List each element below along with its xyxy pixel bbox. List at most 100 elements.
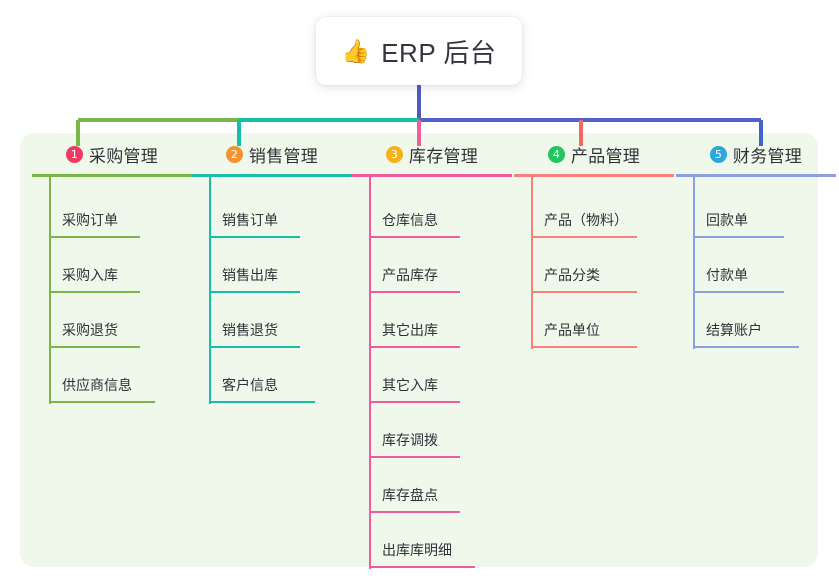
leaf-label: 产品分类 — [544, 267, 600, 283]
leaf-stem — [369, 239, 371, 294]
branch-number-badge: 3 — [385, 146, 403, 163]
leaf-underline — [209, 401, 315, 403]
leaf-stem — [209, 239, 211, 294]
thumbs-up-icon: 👍 — [341, 37, 371, 64]
leaf-underline — [49, 291, 140, 293]
leaf-stem — [49, 239, 51, 294]
leaf-item[interactable]: 销售出库 — [192, 239, 352, 294]
leaf-stem — [369, 459, 371, 514]
branch-underline — [514, 174, 674, 177]
leaf-label: 销售出库 — [222, 267, 278, 283]
leaf-label: 出库库明细 — [382, 542, 452, 558]
branch-underline — [676, 174, 836, 177]
leaf-label: 付款单 — [706, 267, 748, 283]
leaf-label: 回款单 — [706, 212, 748, 228]
leaf-item[interactable]: 产品单位 — [514, 294, 674, 349]
leaf-stem — [49, 349, 51, 404]
leaf-item[interactable]: 销售订单 — [192, 174, 352, 239]
leaf-item[interactable]: 产品（物料） — [514, 174, 674, 239]
leaf-stem — [49, 294, 51, 349]
leaf-list: 回款单付款单结算账户 — [676, 174, 836, 349]
branch-header-3[interactable]: 3 库存管理 — [352, 133, 512, 178]
leaf-item[interactable]: 产品分类 — [514, 239, 674, 294]
leaf-label: 采购订单 — [62, 212, 118, 228]
leaf-item[interactable]: 库存盘点 — [352, 459, 512, 514]
leaf-underline — [369, 236, 460, 238]
branch-number-badge: 4 — [547, 146, 565, 163]
leaf-label: 其它出库 — [382, 322, 438, 338]
leaf-underline — [531, 291, 637, 293]
branch-title: 财务管理 — [732, 147, 803, 166]
branch-title: 库存管理 — [408, 147, 479, 166]
leaf-list: 产品（物料） 产品分类产品单位 — [514, 174, 674, 349]
leaf-underline — [209, 346, 300, 348]
leaf-label: 产品（物料） — [544, 212, 628, 228]
leaf-label: 产品单位 — [544, 322, 600, 338]
branch-underline — [32, 174, 192, 177]
leaf-underline — [369, 346, 460, 348]
leaf-label: 其它入库 — [382, 377, 438, 393]
branch-header-4[interactable]: 4 产品管理 — [514, 133, 674, 178]
leaf-item[interactable]: 采购订单 — [32, 174, 192, 239]
leaf-item[interactable]: 仓库信息 — [352, 174, 512, 239]
leaf-stem — [531, 294, 533, 349]
root-title: ERP 后台 — [381, 37, 497, 68]
leaf-label: 仓库信息 — [382, 212, 438, 228]
leaf-label: 采购入库 — [62, 267, 118, 283]
leaf-item[interactable]: 其它入库 — [352, 349, 512, 404]
leaf-item[interactable]: 采购入库 — [32, 239, 192, 294]
leaf-item[interactable]: 其它出库 — [352, 294, 512, 349]
leaf-label: 结算账户 — [706, 322, 762, 338]
leaf-underline — [531, 236, 637, 238]
branch-title: 采购管理 — [88, 147, 159, 166]
branch-column-5: 5 财务管理回款单付款单结算账户 — [676, 133, 836, 349]
leaf-item[interactable]: 客户信息 — [192, 349, 352, 404]
leaf-item[interactable]: 结算账户 — [676, 294, 836, 349]
leaf-stem — [209, 294, 211, 349]
branch-header-inner: 5 财务管理 — [709, 142, 803, 167]
root-node[interactable]: 👍 ERP 后台 — [316, 17, 522, 85]
leaf-label: 产品库存 — [382, 267, 438, 283]
branch-header-5[interactable]: 5 财务管理 — [676, 133, 836, 178]
leaf-item[interactable]: 回款单 — [676, 174, 836, 239]
leaf-item[interactable]: 产品库存 — [352, 239, 512, 294]
leaf-stem — [369, 294, 371, 349]
leaf-underline — [49, 236, 140, 238]
leaf-list: 仓库信息产品库存其它出库其它入库库存调拨库存盘点出库库明细 — [352, 174, 512, 569]
leaf-stem — [369, 349, 371, 404]
leaf-label: 库存盘点 — [382, 487, 438, 503]
branch-header-inner: 3 库存管理 — [385, 142, 479, 167]
leaf-item[interactable]: 出库库明细 — [352, 514, 512, 569]
leaf-label: 客户信息 — [222, 377, 278, 393]
leaf-item[interactable]: 供应商信息 — [32, 349, 192, 404]
branch-title: 销售管理 — [248, 147, 319, 166]
leaf-label: 销售订单 — [222, 212, 278, 228]
branch-column-3: 3 库存管理仓库信息产品库存其它出库其它入库库存调拨库存盘点出库库明细 — [352, 133, 512, 569]
leaf-underline — [531, 346, 637, 348]
leaf-underline — [49, 401, 155, 403]
leaf-list: 销售订单销售出库销售退货客户信息 — [192, 174, 352, 404]
leaf-stem — [369, 514, 371, 569]
leaf-item[interactable]: 付款单 — [676, 239, 836, 294]
leaf-underline — [49, 346, 140, 348]
leaf-underline — [693, 236, 784, 238]
leaf-item[interactable]: 采购退货 — [32, 294, 192, 349]
branch-number-badge: 5 — [709, 146, 727, 163]
branch-underline — [192, 174, 352, 177]
leaf-stem — [693, 239, 695, 294]
leaf-label: 采购退货 — [62, 322, 118, 338]
leaf-label: 销售退货 — [222, 322, 278, 338]
leaf-stem — [209, 174, 211, 239]
leaf-item[interactable]: 销售退货 — [192, 294, 352, 349]
branch-title: 产品管理 — [570, 147, 641, 166]
leaf-stem — [369, 404, 371, 459]
branches-panel — [20, 133, 818, 567]
leaf-item[interactable]: 库存调拨 — [352, 404, 512, 459]
